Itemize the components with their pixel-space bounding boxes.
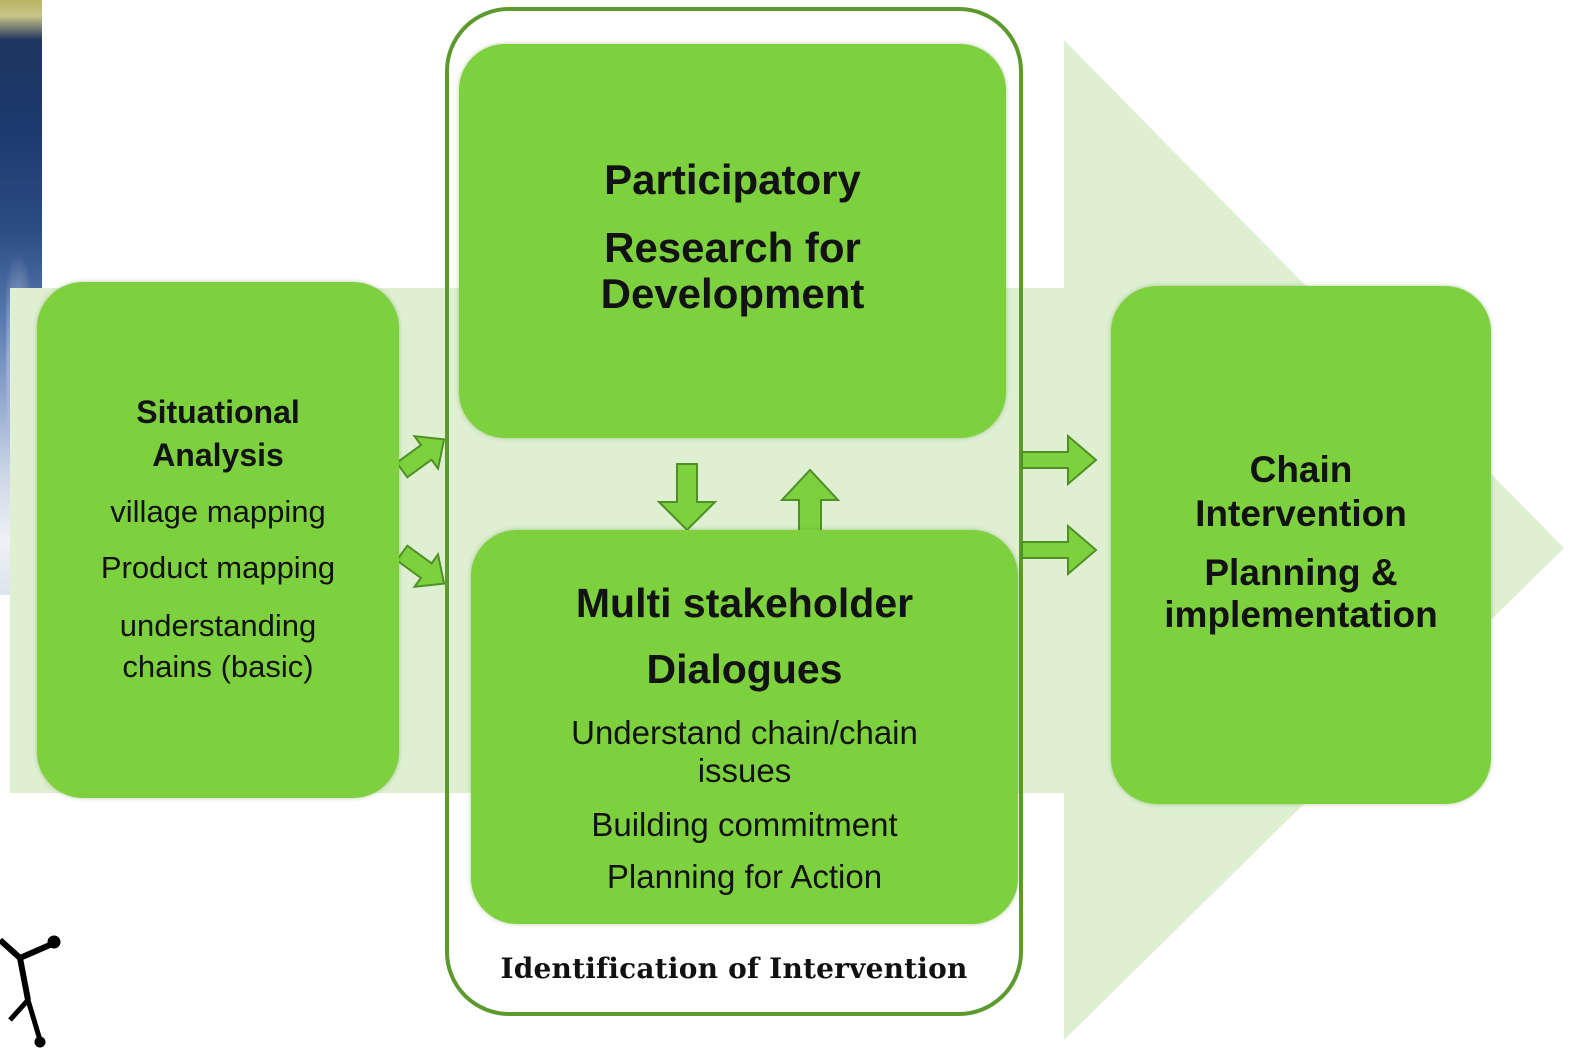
arrow-to-multi: [395, 544, 446, 589]
multi-item-building: Building commitment: [591, 806, 898, 843]
situational-analysis-box: Situational Analysis village mapping Pro…: [37, 282, 399, 798]
chain-line2: Intervention: [1195, 493, 1407, 534]
participatory-line1: Participatory: [604, 156, 861, 203]
situational-item-village: village mapping: [110, 494, 326, 529]
chain-line4: implementation: [1164, 594, 1438, 635]
frame-caption: Identification of Intervention: [500, 952, 968, 985]
multi-stakeholder-box: Multi stakeholder Dialogues Understand c…: [471, 530, 1018, 924]
participatory-research-box: Participatory Research for Development: [459, 44, 1006, 438]
situational-title-line1: Situational: [136, 394, 300, 430]
multi-item-issues: issues: [697, 752, 792, 789]
chain-line1: Chain: [1249, 449, 1353, 490]
multi-item-understand: Understand chain/chain: [571, 714, 918, 751]
situational-item-understanding: understanding: [119, 608, 317, 643]
identification-frame: [445, 7, 1023, 1016]
participatory-line3: Development: [600, 270, 865, 317]
arrow-to-participatory: [395, 434, 446, 479]
multi-title-line2: Dialogues: [646, 646, 843, 692]
situational-item-product: Product mapping: [100, 550, 336, 585]
situational-item-chains: chains (basic): [122, 649, 314, 684]
situational-title-line2: Analysis: [152, 437, 284, 473]
multi-title-line1: Multi stakeholder: [575, 580, 914, 626]
participatory-line2: Research for: [604, 224, 861, 271]
arrow-right-upper: [1021, 433, 1098, 487]
arrow-down: [656, 463, 718, 532]
stick-figure-fragment: [0, 935, 61, 1048]
chain-intervention-box: Chain Intervention Planning & implementa…: [1111, 286, 1491, 804]
multi-item-planning: Planning for Action: [606, 858, 883, 895]
arrow-right-lower: [1021, 523, 1098, 577]
chain-line3: Planning &: [1204, 552, 1398, 593]
